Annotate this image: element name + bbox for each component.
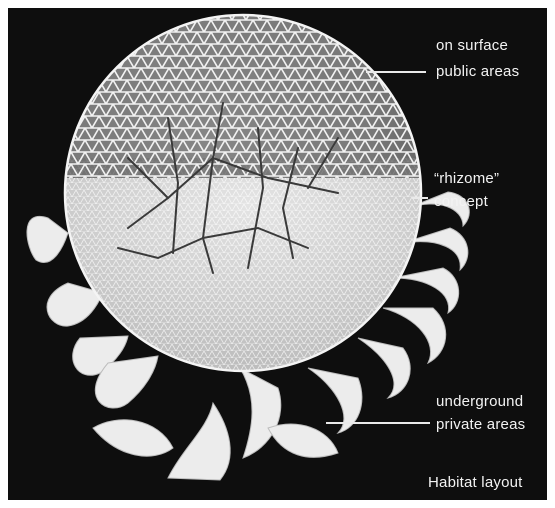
- label-rhizome-line1: “rhizome”: [434, 169, 499, 189]
- diagram-panel: on surface public areas “rhizome” concep…: [8, 8, 547, 500]
- leader-line-underground: [326, 422, 430, 424]
- label-underground-line2: private areas: [436, 415, 525, 435]
- label-surface-line2: public areas: [436, 62, 519, 82]
- upper-lattice: [48, 8, 448, 183]
- label-underground-line1: underground: [436, 392, 525, 412]
- leader-line-rhizome: [412, 197, 428, 199]
- caption: Habitat layout: [428, 473, 523, 493]
- label-rhizome-line2: concept: [434, 192, 499, 212]
- label-rhizome: “rhizome” concept: [434, 169, 499, 212]
- label-underground: underground private areas: [436, 392, 525, 435]
- label-surface-line1: on surface: [436, 36, 519, 56]
- label-surface: on surface public areas: [436, 36, 519, 82]
- leader-line-surface: [366, 71, 426, 73]
